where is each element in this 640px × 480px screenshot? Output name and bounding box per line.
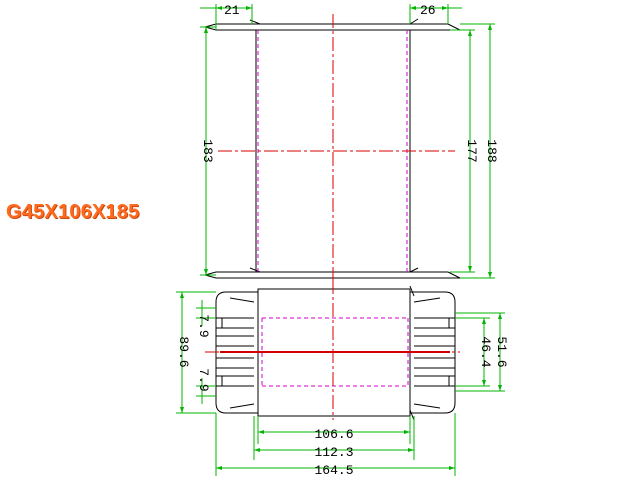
dim-top-right-flange: 26 [420, 3, 436, 18]
dim-bottom-overall: 164.5 [314, 463, 353, 478]
top-view-centerlines [218, 14, 455, 292]
dim-top-left-flange: 21 [224, 3, 240, 18]
dim-right-small: 46.4 [478, 336, 493, 367]
dimension-arrows [180, 6, 502, 470]
bottom-view-hidden-lines [261, 317, 409, 387]
dim-overall-height: 188 [484, 139, 499, 162]
dim-left-large: 89.6 [176, 336, 191, 367]
part-title: G45X106X185 [6, 201, 140, 223]
dim-window-height: 177 [464, 139, 479, 162]
dim-bottom-middle: 112.3 [314, 445, 353, 460]
dim-bottom-inner: 106.6 [314, 427, 353, 442]
dimension-lines [176, 4, 505, 476]
dim-left-small-bottom: 7.9 [196, 368, 211, 391]
dim-right-large: 51.6 [494, 336, 509, 367]
dim-inner-height: 183 [200, 139, 215, 162]
dim-left-small-top: 7.9 [196, 314, 211, 337]
